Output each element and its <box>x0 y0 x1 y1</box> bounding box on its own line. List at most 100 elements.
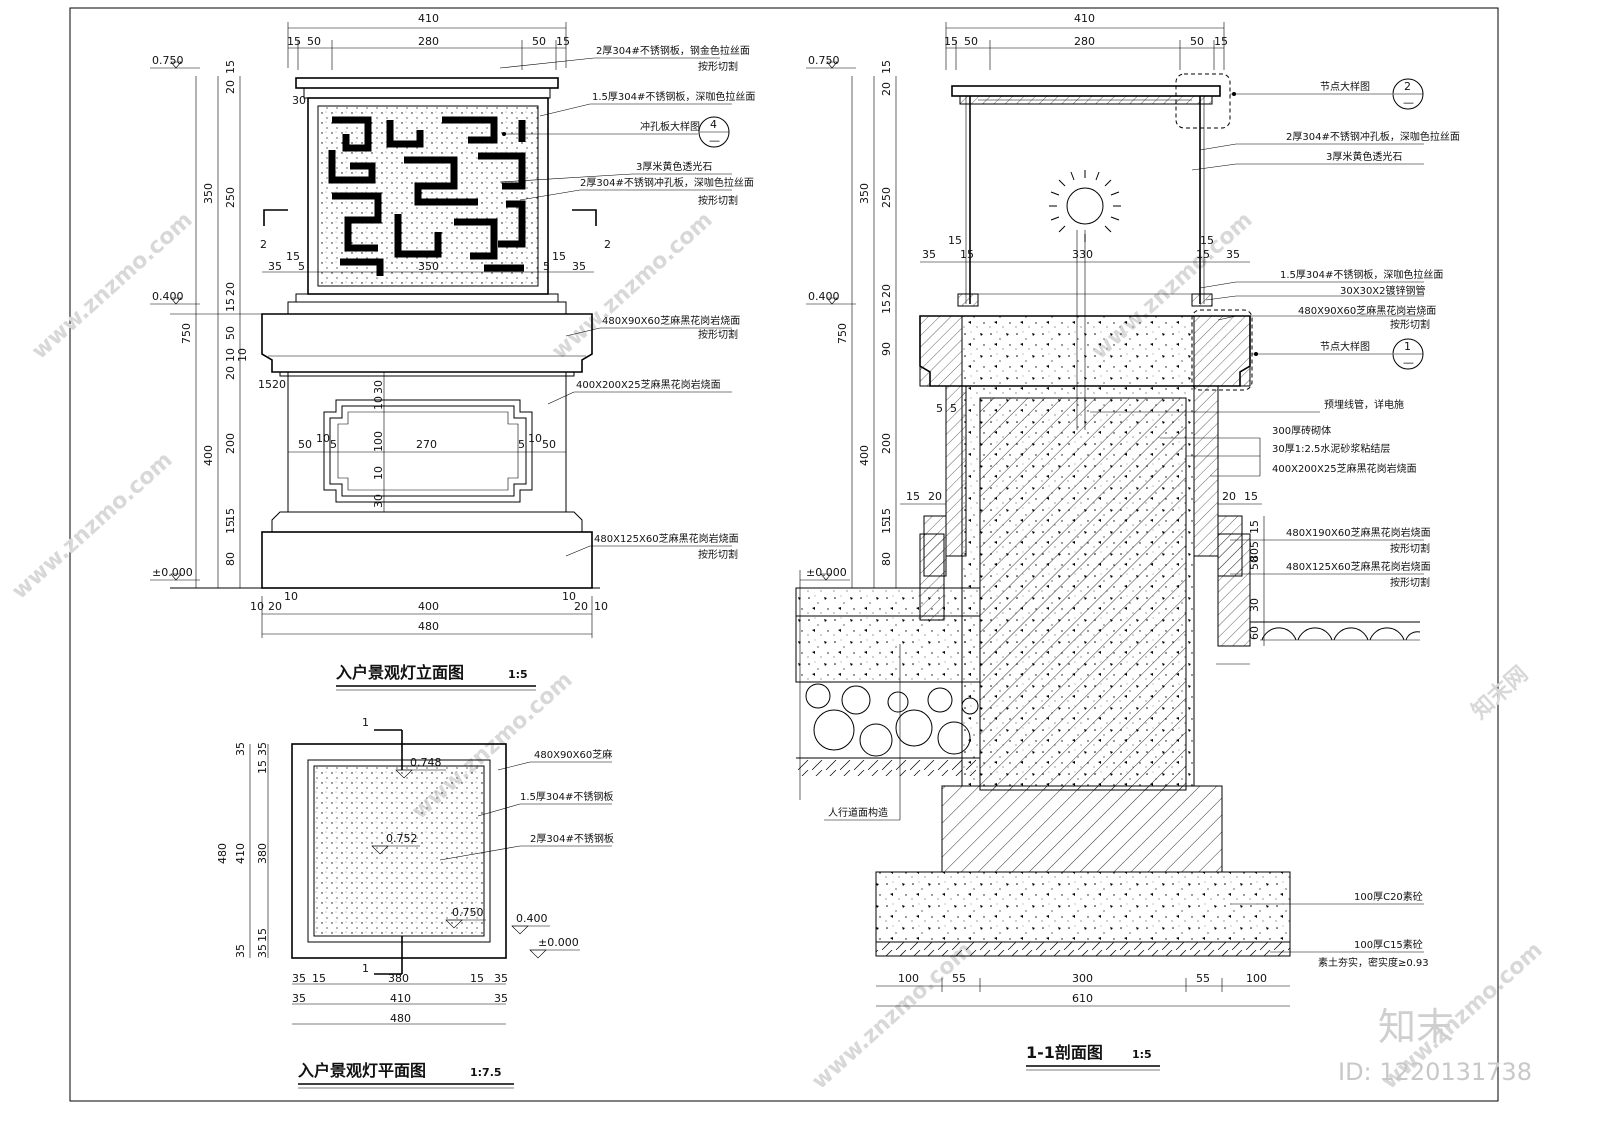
dim-label: 15 <box>944 35 958 48</box>
dim-label: 50 <box>298 438 312 451</box>
dim-label: 15 <box>1196 248 1210 261</box>
dim-label: 5 <box>950 402 957 415</box>
dim-label: 100 <box>898 972 919 985</box>
dim-label: 410 <box>390 992 411 1005</box>
material-note: 1.5厚304#不锈钢板 <box>520 790 613 803</box>
dim-label: 20 <box>272 378 286 391</box>
dim-label: 35 <box>292 972 306 985</box>
dim-label: 10 <box>250 600 264 613</box>
material-note: 2厚304#不锈钢板，钢金色拉丝面 <box>596 44 750 57</box>
dim-label: 270 <box>416 438 437 451</box>
section-mark: 2 <box>604 238 611 251</box>
dim-label: 15 <box>470 972 484 985</box>
material-note: 1.5厚304#不锈钢板，深咖色拉丝面 <box>592 90 755 103</box>
dim-label: 15 <box>1214 35 1228 48</box>
material-note: 480X90X60芝麻 <box>534 748 612 761</box>
material-note: 2厚304#不锈钢冲孔板，深咖色拉丝面 <box>580 176 754 189</box>
watermark-layer: www.znzmo.com www.znzmo.com www.znzmo.co… <box>7 208 1547 1095</box>
dim-label: 15 <box>287 35 301 48</box>
dim-label: 10 <box>594 600 608 613</box>
level-label: 0.752 <box>386 832 418 845</box>
dim-label: 5 <box>543 260 550 273</box>
dim-label: 20 <box>1222 490 1236 503</box>
dim-label: 35 <box>292 992 306 1005</box>
dim-label: 30 <box>372 494 385 508</box>
level-label: ±0.000 <box>538 936 579 949</box>
dim-label: 15 <box>948 234 962 247</box>
dim-label: 30 <box>292 94 306 107</box>
material-note: 30X30X2镀锌钢管 <box>1340 284 1426 297</box>
dim-label: 30 <box>1248 598 1261 612</box>
material-note: 300厚砖砌体 <box>1272 424 1331 437</box>
dim-label: 80 <box>224 552 237 566</box>
material-note: 按形切割 <box>1390 576 1430 589</box>
dim-label: 35 <box>256 742 269 756</box>
dim-label: 15 <box>224 298 237 312</box>
dim-label: 10 <box>236 348 249 362</box>
watermark-text: www.znzmo.com <box>547 208 717 365</box>
fret-pattern <box>328 116 526 276</box>
watermark-id: ID: 1220131738 <box>1338 1058 1532 1086</box>
dim-label: 35 <box>234 742 247 756</box>
dim-label: 5 <box>518 438 525 451</box>
level-label: 0.750 <box>808 54 840 67</box>
dim-label: 15 <box>556 35 570 48</box>
material-note: 预埋线管，详电施 <box>1324 398 1404 411</box>
dim-label: 400 <box>858 445 871 466</box>
dim-label: 15 <box>880 520 893 534</box>
dim-label: 15 <box>286 250 300 263</box>
dim-label: 5 <box>298 260 305 273</box>
plan-scale: 1:7.5 <box>470 1066 502 1079</box>
dim-label: 15 <box>312 972 326 985</box>
callout-label: 节点大样图 <box>1320 80 1370 93</box>
material-note: 2厚304#不锈钢冲孔板，深咖色拉丝面 <box>1286 130 1460 143</box>
material-note: 480X190X60芝麻黑花岗岩烧面 <box>1286 526 1431 539</box>
material-note: 冲孔板大样图 <box>640 120 700 133</box>
watermark-text: www.znzmo.com <box>807 938 977 1095</box>
elevation-title: 入户景观灯立面图 <box>336 663 464 682</box>
material-note: 3厚米黄色透光石 <box>1326 150 1402 163</box>
dim-label: 400 <box>418 600 439 613</box>
dim-label: 750 <box>836 323 849 344</box>
dim-label: 200 <box>224 433 237 454</box>
material-note: 按形切割 <box>698 548 738 561</box>
dim-label: 35 <box>572 260 586 273</box>
dim-label: 15 <box>224 520 237 534</box>
section-mark: 1 <box>362 962 369 975</box>
level-label: 0.400 <box>152 290 184 303</box>
dim-label: 30 <box>372 380 385 394</box>
dim-label: 400 <box>202 445 215 466</box>
plan-drawing: 1 1 0.748 0.752 0.750 0.400 ±0.000 480X9… <box>216 716 614 1089</box>
dim-label: 50 <box>224 326 237 340</box>
dim-label: 10 <box>372 466 385 480</box>
watermark-text: www.znzmo.com <box>27 208 197 365</box>
section-mark: 1 <box>362 716 369 729</box>
section-mark: 2 <box>260 238 267 251</box>
plan-title: 入户景观灯平面图 <box>298 1061 426 1080</box>
material-note: 480X125X60芝麻黑花岗岩烧面 <box>594 532 739 545</box>
elevation-drawing: 410 15 50 280 50 15 <box>150 12 755 691</box>
dim-label: 15 <box>256 760 269 774</box>
dim-label: 100 <box>1246 972 1267 985</box>
dim-label: 50 <box>964 35 978 48</box>
material-note: 按形切割 <box>698 60 738 73</box>
dim-label: 280 <box>1074 35 1095 48</box>
dim-label: 15 <box>1244 490 1258 503</box>
callout-sheet: — <box>709 134 720 147</box>
level-label: 0.748 <box>410 756 442 769</box>
dim-label: 15 <box>1248 520 1261 534</box>
dim-label: 20 <box>224 80 237 94</box>
section-title: 1-1剖面图 <box>1026 1043 1103 1062</box>
level-label: 0.750 <box>452 906 484 919</box>
dim-label: 60 <box>1248 626 1261 640</box>
dim-label: 15 <box>880 60 893 74</box>
dim-label: 610 <box>1072 992 1093 1005</box>
dim-label: 10 <box>284 590 298 603</box>
dim-label: 5 <box>330 438 337 451</box>
material-note: 480X125X60芝麻黑花岗岩烧面 <box>1286 560 1431 573</box>
dim-label: 50 <box>1248 556 1261 570</box>
dim-label: 50 <box>542 438 556 451</box>
dim-label: 330 <box>1072 248 1093 261</box>
material-note: 素土夯实，密实度≥0.93 <box>1318 956 1429 969</box>
material-note: 3厚米黄色透光石 <box>636 160 712 173</box>
